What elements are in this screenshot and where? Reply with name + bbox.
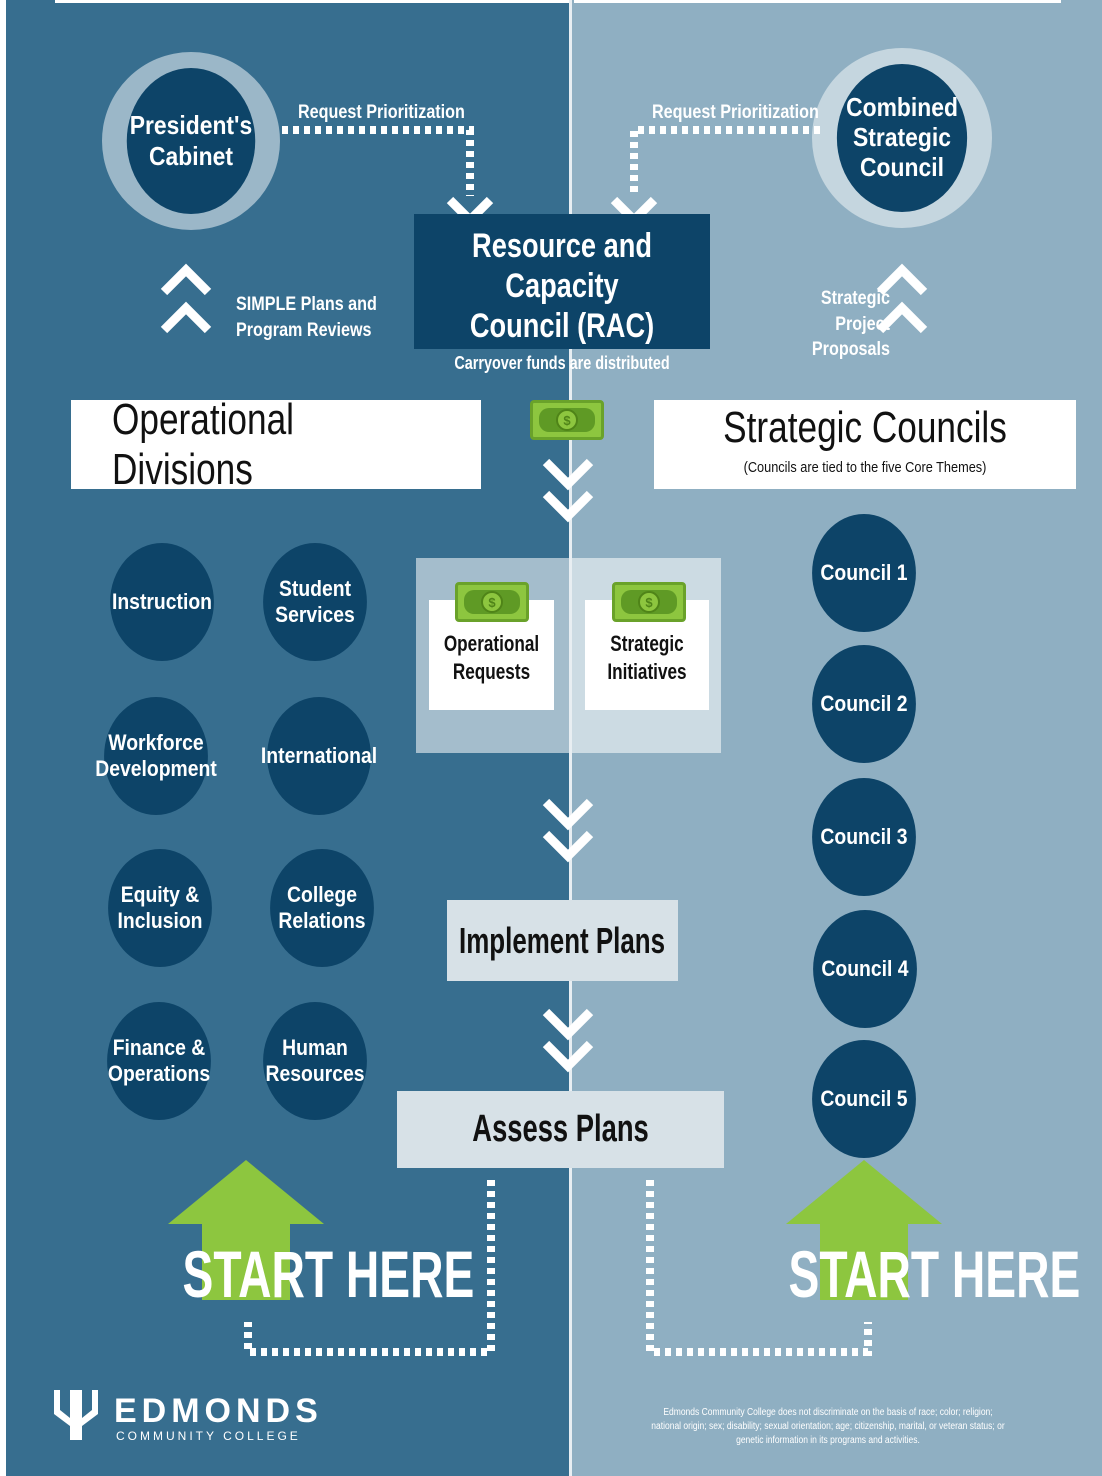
council-4: Council 4 xyxy=(813,910,917,1028)
division-instruction: Instruction xyxy=(110,543,214,661)
division-finance-operations: Finance & Operations xyxy=(107,1002,211,1120)
chevron-up-right-1 xyxy=(876,263,928,296)
logo-name: EDMONDS xyxy=(114,1392,323,1430)
green-arrow-left xyxy=(168,1160,324,1300)
rac-subtitle: Carryover funds are distributed xyxy=(454,353,670,373)
logo-sub: COMMUNITY COLLEGE xyxy=(116,1429,301,1443)
council-5: Council 5 xyxy=(812,1040,916,1158)
assess-plans-box: Assess Plans xyxy=(397,1091,724,1168)
connector-right-bottom xyxy=(646,1180,872,1356)
chevron-down-3 xyxy=(542,798,594,831)
chevron-up-right-2 xyxy=(876,301,928,334)
start-here-right-label: START HERE xyxy=(788,1237,1081,1311)
strategic-councils-subtitle: (Councils are tied to the five Core Them… xyxy=(743,459,987,476)
trident-logo-icon xyxy=(54,1390,98,1440)
strategic-proposals-label: Strategic Project Proposals xyxy=(811,288,890,361)
request-prioritization-left: Request Prioritization xyxy=(298,102,465,123)
operational-divisions-header: Operational Divisions xyxy=(71,395,481,494)
top-border-left xyxy=(55,0,570,3)
chevron-down-5 xyxy=(542,1008,594,1041)
chevron-down-6 xyxy=(542,1040,594,1073)
chevron-up-left-2 xyxy=(160,301,212,334)
rac-title-line2: Council (RAC) xyxy=(469,307,655,345)
start-here-left-label: START HERE xyxy=(182,1237,475,1311)
connector-left-bottom xyxy=(244,1180,495,1356)
division-human-resources: Human Resources xyxy=(263,1002,367,1120)
rac-box: Resource and Capacity Council (RAC) Carr… xyxy=(414,214,710,373)
chevron-down-1 xyxy=(542,458,594,491)
presidents-cabinet: President's Cabinet xyxy=(126,68,256,214)
division-international: International xyxy=(261,697,377,815)
top-border-right xyxy=(574,0,1061,3)
division-college-relations: College Relations xyxy=(270,849,374,967)
money-icon: $ xyxy=(530,400,604,440)
green-arrow-right xyxy=(786,1160,942,1300)
start-here-left: START HERE xyxy=(120,1236,475,1312)
money-icon-strategic: $ xyxy=(612,582,686,622)
council-2: Council 2 xyxy=(812,645,916,763)
assess-plans-label: Assess Plans xyxy=(472,1108,649,1150)
disclaimer: Edmonds Community College does not discr… xyxy=(651,1407,1005,1446)
connector-right-top xyxy=(630,126,820,196)
implement-plans-box: Implement Plans xyxy=(447,900,678,981)
connector-left-top xyxy=(282,126,474,196)
chevron-up-left-1 xyxy=(160,263,212,296)
simple-plans-label: SIMPLE Plans and Program Reviews xyxy=(236,294,377,341)
combined-strategic-council: Combined Strategic Council xyxy=(836,64,968,212)
division-student-services: Student Services xyxy=(263,543,367,661)
request-prioritization-right: Request Prioritization xyxy=(652,102,819,123)
start-here-right: START HERE xyxy=(726,1236,1081,1312)
operational-requests-label: Operational Requests xyxy=(443,631,540,684)
strategic-initiatives-label: Strategic Initiatives xyxy=(607,631,687,684)
rac-title-line1: Resource and Capacity xyxy=(472,227,652,305)
money-icon-operational: $ xyxy=(455,582,529,622)
division-equity-inclusion: Equity & Inclusion xyxy=(108,849,212,967)
strategic-councils-header: Strategic Councils (Councils are tied to… xyxy=(654,400,1076,489)
strategic-initiatives-card: Strategic Initiatives xyxy=(585,600,709,710)
operational-divisions-title: Operational Divisions xyxy=(112,394,294,494)
division-workforce-development: Workforce Development xyxy=(95,697,217,815)
center-divider xyxy=(569,0,572,1476)
chevron-down-4 xyxy=(542,830,594,863)
council-1: Council 1 xyxy=(812,514,916,632)
chevron-down-2 xyxy=(542,490,594,523)
council-3: Council 3 xyxy=(812,778,916,896)
operational-requests-card: Operational Requests xyxy=(429,600,554,710)
strategic-councils-title: Strategic Councils xyxy=(723,403,1007,452)
implement-plans-label: Implement Plans xyxy=(459,919,666,961)
